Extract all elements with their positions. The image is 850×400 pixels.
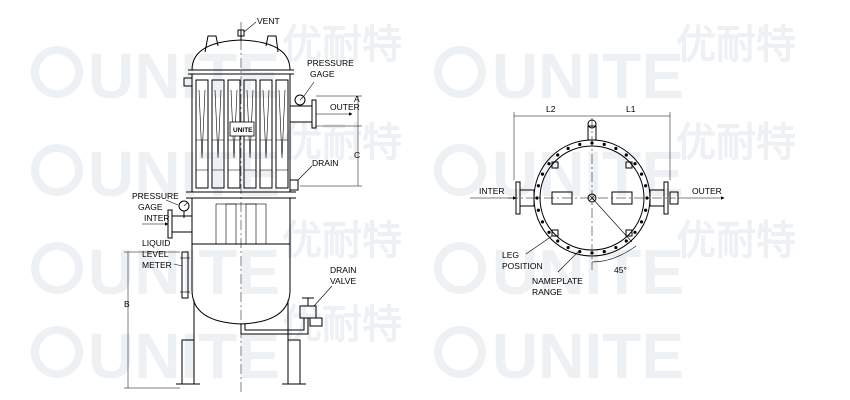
leg-mark: [551, 229, 559, 237]
flange-bolt: [590, 141, 594, 145]
flange-bolt: [540, 220, 545, 224]
leg-mark: [551, 161, 559, 169]
lifting-lug-left: [204, 35, 219, 53]
element-plate-left: [551, 191, 573, 205]
flange-bolt: [547, 162, 551, 166]
flange-bolt: [614, 146, 618, 151]
flange-bolt: [556, 239, 560, 243]
unite-badge-text: UNITE: [233, 127, 253, 134]
watermark-row-4: UNITE 优耐特 UNITE: [31, 301, 684, 392]
flange-bolt: [566, 245, 570, 250]
watermark-brand: UNITE: [88, 138, 280, 210]
pressure-gage-bottom-label-2: GAGE: [138, 202, 163, 212]
watermark-brand-cn: 优耐特: [676, 119, 796, 166]
flange-bolt: [540, 172, 545, 176]
flange-bolt: [602, 142, 606, 146]
drain-pipe: [240, 318, 309, 335]
watermark-brand-cn: 优耐特: [282, 217, 402, 264]
leg-mark: [625, 161, 633, 169]
vent-label: VENT: [257, 16, 280, 26]
flange-bolt: [556, 153, 560, 157]
drain-valve-label-2: VALVE: [330, 276, 356, 286]
flange-bolt: [633, 230, 637, 234]
drain-label: DRAIN: [312, 158, 338, 168]
pressure-gage-top-label-2: GAGE: [310, 69, 335, 79]
flange-bolt: [536, 208, 540, 212]
flange-bolt: [624, 239, 628, 243]
watermark-brand-cn: 优耐特: [282, 301, 402, 348]
flange-bolts: [535, 141, 649, 255]
dim-l1-label: L1: [626, 104, 636, 114]
top-gauge-icon: [587, 119, 597, 129]
flange-bolt: [547, 230, 551, 234]
flange-bolt: [644, 184, 648, 188]
flange-bolt: [602, 250, 606, 254]
flange-bolt: [645, 196, 649, 200]
flange-bolt: [639, 172, 644, 176]
pressure-gage-top-icon: [294, 94, 306, 106]
lifting-lug-right: [265, 35, 279, 53]
flange-bolt: [566, 146, 570, 151]
flange-bolt: [633, 162, 637, 166]
dim-a-label: A: [354, 94, 360, 104]
drain-valve-label-1: DRAIN: [330, 265, 356, 275]
flange-bolt: [624, 153, 628, 157]
leg-position-label-2: POSITION: [502, 261, 543, 271]
flange-bolt: [590, 251, 594, 255]
watermark-brand-cn: 优耐特: [676, 21, 796, 68]
watermark-brand: UNITE: [88, 236, 280, 308]
watermark-brand: UNITE: [492, 320, 684, 392]
watermark-brand: UNITE: [492, 236, 684, 308]
top-inter-label: INTER: [479, 186, 505, 196]
side-view: VENT UNITE PRESSURE GAGE: [124, 16, 362, 392]
watermark-brand-cn: 优耐特: [676, 217, 796, 264]
flange-bolt: [644, 208, 648, 212]
flange-bolt: [614, 245, 618, 250]
leg-position-label-1: LEG: [502, 250, 519, 260]
unite-badge: [229, 121, 255, 137]
dim-l2-label: L2: [546, 104, 556, 114]
liquid-level-label-3: METER: [142, 260, 172, 270]
flange-bolt: [578, 142, 582, 146]
liquid-level-label-2: LEVEL: [142, 249, 169, 259]
flange-bolt: [536, 184, 540, 188]
pressure-gage-bottom-label-1: PRESSURE: [132, 191, 179, 201]
flange-bolt: [639, 220, 644, 224]
inlet-nozzle: [171, 215, 193, 233]
watermark-brand: UNITE: [88, 320, 280, 392]
vessel-flange-inner: [539, 145, 645, 251]
flange-bolt: [578, 250, 582, 254]
watermark-brand-cn: 优耐特: [282, 119, 402, 166]
element-plate-right: [611, 191, 633, 205]
top-outer-label: OUTER: [692, 186, 722, 196]
watermark-row-3: UNITE 优耐特 UNITE 优耐特: [31, 217, 796, 308]
pressure-gage-top-label-1: PRESSURE: [307, 58, 354, 68]
angle-label: 45°: [614, 265, 627, 275]
nameplate-range-label-1: NAMEPLATE: [532, 276, 583, 286]
dim-c-label: C: [354, 150, 360, 160]
watermark-brand-cn: 优耐特: [282, 21, 402, 68]
liquid-level-label-1: LIQUID: [142, 238, 170, 248]
inter-label: INTER: [144, 213, 170, 223]
watermark-layer: UNITE 优耐特 UNITE 优耐特 UNITE 优耐特 UNITE 优耐特 …: [31, 21, 796, 392]
leg-mark: [625, 229, 633, 237]
watermark-brand: UNITE: [88, 40, 280, 112]
top-view: INTER OUTER L2 L1 LEG POSITION NAMEPLATE…: [470, 104, 725, 297]
dim-b-label: B: [124, 299, 130, 309]
liquid-level-meter-icon: [181, 251, 189, 299]
flange-bolt: [535, 196, 539, 200]
watermark-brand: UNITE: [492, 40, 684, 112]
watermark-row-1: UNITE 优耐特 UNITE 优耐特: [31, 21, 796, 112]
filter-cartridges: [195, 79, 289, 189]
nameplate-range-label-2: RANGE: [532, 287, 563, 297]
outer-label: OUTER: [330, 102, 360, 112]
